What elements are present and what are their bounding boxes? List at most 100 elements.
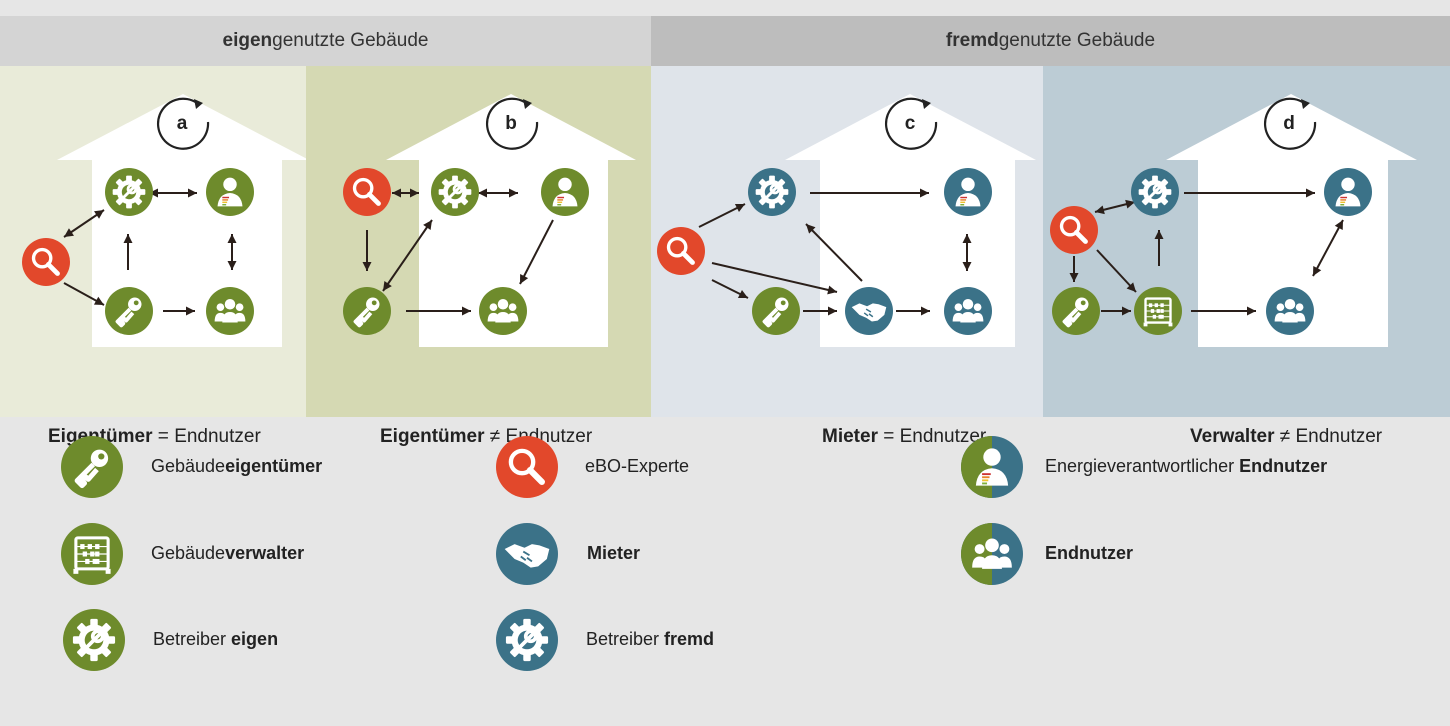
abacus-icon bbox=[61, 523, 123, 585]
legend-text-pre: Energieverantwortlicher bbox=[1045, 456, 1240, 476]
arrowhead bbox=[1334, 220, 1343, 231]
arrow-line bbox=[519, 219, 554, 285]
group-icon bbox=[944, 287, 992, 335]
arrow-line bbox=[1312, 219, 1344, 277]
arrowhead bbox=[423, 220, 432, 230]
arrows bbox=[362, 188, 554, 316]
panel-letter: d bbox=[1283, 113, 1295, 134]
legend-label-owner: Gebäudeeigentümer bbox=[151, 456, 322, 477]
legend-label-enduser: Endnutzer bbox=[1045, 543, 1133, 564]
group-icon bbox=[961, 523, 1023, 585]
arrowhead bbox=[188, 188, 197, 198]
panel-b: b bbox=[306, 66, 651, 447]
arrows bbox=[63, 188, 237, 316]
arrowhead bbox=[64, 228, 74, 237]
group-icon bbox=[479, 287, 527, 335]
caption-rest: Endnutzer bbox=[899, 426, 987, 447]
arrowhead bbox=[1126, 282, 1136, 292]
panel-a-graph: a bbox=[22, 94, 306, 347]
panel-letter: b bbox=[505, 113, 517, 134]
arrowhead bbox=[806, 224, 816, 234]
house-shape bbox=[57, 94, 306, 347]
arrow-line bbox=[1096, 249, 1137, 293]
arrowhead bbox=[962, 262, 972, 271]
caption-operator: ≠ bbox=[1274, 426, 1296, 447]
panel-caption: Eigentümer ≠ Endnutzer bbox=[380, 426, 592, 448]
person-energy-icon bbox=[944, 168, 992, 216]
legend-label-energy-enduser: Energieverantwortlicher Endnutzer bbox=[1045, 456, 1327, 477]
gear-wrench-icon bbox=[1131, 168, 1179, 216]
caption-operator: = bbox=[152, 426, 175, 447]
arrowhead bbox=[1247, 306, 1256, 316]
magnifier-icon bbox=[1050, 206, 1098, 254]
house-shape bbox=[1166, 94, 1417, 347]
legend-text-bold: verwalter bbox=[225, 543, 305, 563]
arrowhead bbox=[1125, 199, 1135, 209]
legend-text-bold: Endnutzer bbox=[1045, 543, 1133, 563]
arrowhead bbox=[123, 234, 133, 243]
caption-bold: Mieter bbox=[822, 426, 878, 447]
cycle-icon bbox=[156, 97, 210, 150]
arrowhead bbox=[520, 273, 529, 284]
arrow-line bbox=[805, 223, 863, 282]
arrowhead bbox=[362, 262, 372, 271]
arrowhead bbox=[478, 188, 487, 198]
arrowhead bbox=[1154, 230, 1164, 239]
arrowhead bbox=[920, 188, 929, 198]
arrowhead bbox=[1095, 205, 1105, 215]
header-own-suffix: genutzte Gebäude bbox=[272, 30, 429, 51]
legend-text-bold: Endnutzer bbox=[1239, 456, 1328, 476]
handshake-icon bbox=[496, 523, 558, 585]
caption-operator: = bbox=[877, 426, 900, 447]
legend-text-pre: Gebäude bbox=[151, 456, 226, 476]
arrowhead bbox=[227, 234, 237, 243]
arrowhead bbox=[1306, 188, 1315, 198]
house-shape bbox=[386, 94, 636, 347]
arrowhead bbox=[94, 210, 104, 219]
panel-c: c bbox=[651, 66, 1043, 447]
legend-text-pre: Gebäude bbox=[151, 543, 226, 563]
house-shape bbox=[785, 94, 1036, 347]
arrow-line bbox=[382, 219, 433, 292]
arrowhead bbox=[734, 204, 745, 213]
arrowhead bbox=[383, 281, 392, 291]
panel-d-graph: d bbox=[1050, 94, 1417, 347]
gear-wrench-icon bbox=[63, 609, 125, 671]
magnifier-icon bbox=[22, 238, 70, 286]
caption-rest: Endnutzer bbox=[1295, 426, 1383, 447]
header-rented-suffix: genutzte Gebäude bbox=[998, 30, 1156, 51]
arrow-line bbox=[711, 262, 838, 293]
legend-label-operator-own: Betreiber eigen bbox=[153, 629, 278, 650]
panel-letter: a bbox=[177, 113, 188, 134]
arrowhead bbox=[227, 261, 237, 270]
group-icon bbox=[206, 287, 254, 335]
arrowhead bbox=[410, 188, 419, 198]
person-energy-icon bbox=[541, 168, 589, 216]
panel-letter: c bbox=[905, 113, 916, 134]
legend-text-bold: eigen bbox=[231, 629, 279, 649]
caption-rest: Endnutzer bbox=[505, 426, 593, 447]
arrowhead bbox=[962, 234, 972, 243]
magnifier-icon bbox=[657, 227, 705, 275]
legend-label-expert: eBO-Experte bbox=[585, 456, 689, 477]
caption-rest: Endnutzer bbox=[174, 426, 261, 447]
legend-text-pre: Betreiber bbox=[153, 629, 232, 649]
cycle-icon bbox=[485, 97, 539, 150]
caption-bold: Eigentümer bbox=[380, 426, 485, 447]
arrowhead bbox=[827, 285, 837, 295]
abacus-icon bbox=[1134, 287, 1182, 335]
legend-text-bold: fremd bbox=[664, 629, 715, 649]
arrowhead bbox=[509, 188, 518, 198]
person-energy-icon bbox=[206, 168, 254, 216]
panel-caption: Eigentümer = Endnutzer bbox=[48, 426, 261, 448]
arrowhead bbox=[828, 306, 837, 316]
arrowhead bbox=[1069, 273, 1079, 282]
caption-bold: Verwalter bbox=[1190, 426, 1275, 447]
arrows bbox=[1069, 188, 1344, 316]
handshake-icon bbox=[845, 287, 893, 335]
arrowhead bbox=[1122, 306, 1131, 316]
arrowhead bbox=[186, 306, 195, 316]
